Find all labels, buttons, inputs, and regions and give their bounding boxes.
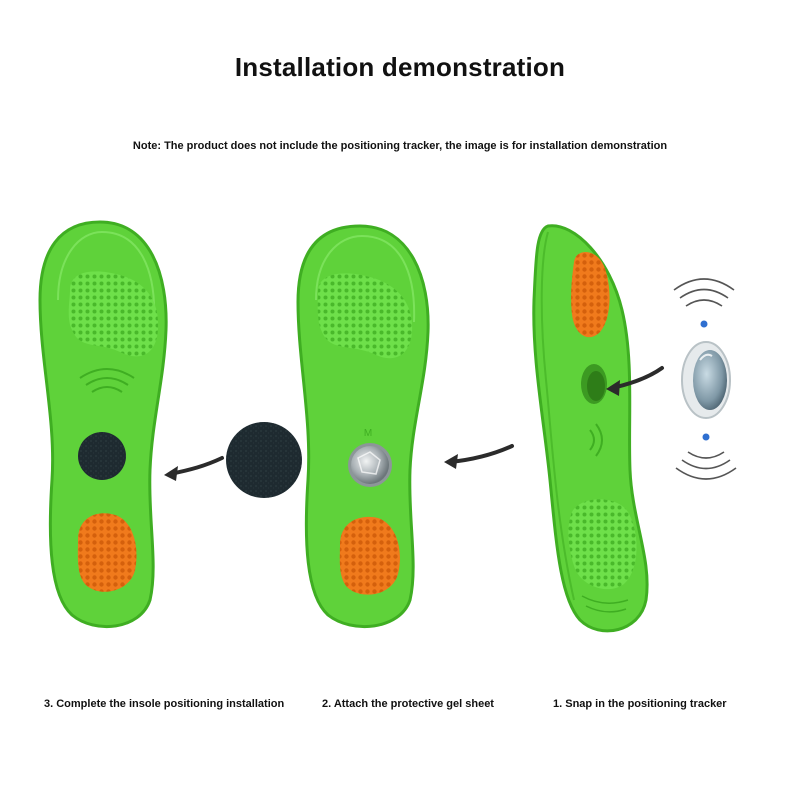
arrow-to-step3 (168, 456, 224, 476)
page-title: Installation demonstration (234, 52, 566, 82)
insole-step3 (38, 220, 168, 628)
step2-caption: 2. Attach the protective gel sheet (322, 698, 494, 710)
gel-sheet (226, 422, 302, 498)
product-note: Note: The product does not include the p… (132, 140, 668, 152)
signal-dot-top (700, 320, 708, 328)
signal-dot-bottom (702, 433, 710, 441)
insole-step2: M (296, 224, 430, 628)
signal-mark (79, 368, 135, 393)
positioning-tracker (681, 341, 731, 419)
step3-caption: 3. Complete the insole positioning insta… (44, 698, 285, 710)
insole-step1 (532, 224, 649, 633)
signal-waves-top (673, 278, 735, 307)
arrow-to-step2 (448, 444, 514, 464)
signal-waves-bottom (675, 451, 737, 480)
size-mark: M (364, 428, 372, 439)
step1-caption: 1. Snap in the positioning tracker (553, 698, 727, 710)
